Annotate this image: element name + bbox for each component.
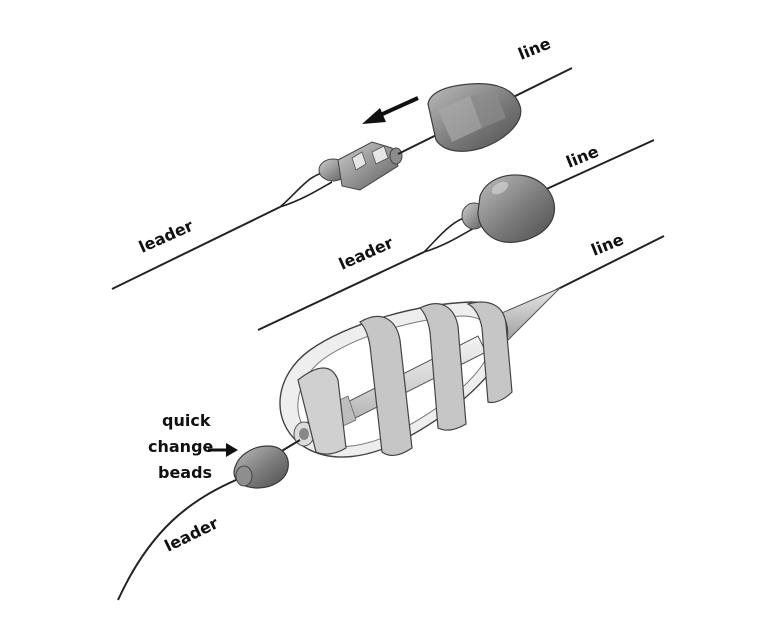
label-leader-top: leader xyxy=(136,216,196,257)
label-leader-feeder: leader xyxy=(161,513,221,555)
leader-line-feeder xyxy=(117,479,237,601)
label-line-feeder: line xyxy=(588,230,626,260)
quick-change-bead xyxy=(233,439,301,489)
rig-top: line leader xyxy=(111,34,573,290)
slide-weight xyxy=(427,83,522,152)
quick-link-swivel xyxy=(318,141,403,191)
label-change: change xyxy=(148,437,214,456)
main-line-middle xyxy=(539,139,655,193)
label-leader-middle: leader xyxy=(336,233,396,274)
label-beads: beads xyxy=(158,463,212,482)
rig-feeder: line quick change beads leader xyxy=(117,230,665,601)
rig-middle: line leader xyxy=(257,139,655,331)
label-quick: quick xyxy=(162,411,211,430)
slide-direction-arrow xyxy=(362,96,419,124)
leader-line-middle xyxy=(257,251,425,331)
label-line-top: line xyxy=(515,34,553,64)
feeder-hoops xyxy=(297,301,513,457)
main-line-feeder xyxy=(555,235,665,291)
leader-line-top xyxy=(111,206,281,290)
bomb-weight xyxy=(461,174,556,243)
bead-pointer-arrow xyxy=(208,443,238,457)
